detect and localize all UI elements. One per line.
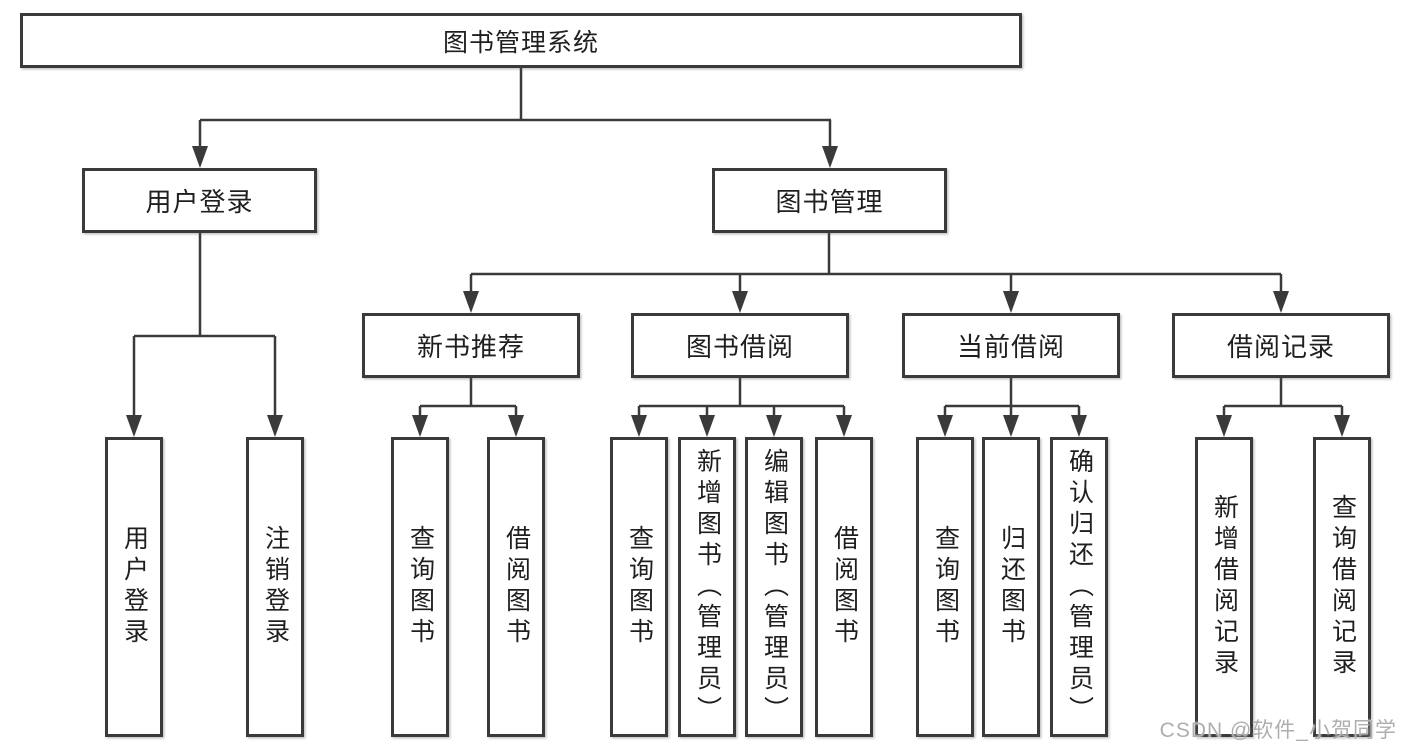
node-user-login: 用户登录 — [82, 168, 317, 233]
arrow-down-icon — [1334, 415, 1350, 437]
arrow-down-icon — [1003, 415, 1019, 437]
node-borrow-records: 借阅记录 — [1172, 313, 1390, 378]
arrow-down-icon — [463, 291, 479, 313]
node-borrow-records-label: 借阅记录 — [1226, 332, 1335, 362]
leaf-query-books-current-label: 查询图书 — [931, 525, 960, 649]
leaf-user-login-label: 用户登录 — [120, 525, 149, 649]
arrow-down-icon — [412, 415, 428, 437]
node-user-login-label: 用户登录 — [145, 187, 254, 217]
watermark-text: CSDN @软件_小贺同学 — [1159, 719, 1397, 742]
node-book-management: 图书管理 — [712, 168, 947, 233]
arrow-down-icon — [732, 291, 748, 313]
leaf-return-book-label: 归还图书 — [997, 525, 1026, 649]
leaf-edit-book-admin-label: 编辑图书（管理员） — [760, 447, 789, 727]
leaf-query-books-current: 查询图书 — [916, 437, 974, 737]
leaf-query-books-borrow: 查询图书 — [610, 437, 668, 737]
leaf-add-borrow-record: 新增借阅记录 — [1195, 437, 1253, 737]
leaf-borrow-books-label: 借阅图书 — [830, 525, 859, 649]
arrow-down-icon — [126, 415, 142, 437]
arrow-down-icon — [631, 415, 647, 437]
arrow-down-icon — [267, 415, 283, 437]
node-book-borrow: 图书借阅 — [631, 313, 849, 378]
arrow-down-icon — [508, 415, 524, 437]
leaf-query-books-recommend-label: 查询图书 — [406, 525, 435, 649]
leaf-return-book: 归还图书 — [982, 437, 1040, 737]
arrow-down-icon — [766, 415, 782, 437]
leaf-confirm-return-admin-label: 确认归还（管理员） — [1065, 447, 1094, 727]
arrow-down-icon — [1216, 415, 1232, 437]
arrow-down-icon — [1273, 291, 1289, 313]
node-current-borrow-label: 当前借阅 — [956, 332, 1065, 362]
leaf-add-book-admin-label: 新增图书（管理员） — [693, 447, 722, 727]
arrowheads — [126, 146, 1350, 437]
leaf-add-book-admin: 新增图书（管理员） — [678, 437, 736, 737]
node-book-management-label: 图书管理 — [775, 187, 884, 217]
arrow-down-icon — [699, 415, 715, 437]
leaf-query-books-recommend: 查询图书 — [391, 437, 449, 737]
node-root-label: 图书管理系统 — [442, 28, 599, 57]
arrow-down-icon — [836, 415, 852, 437]
node-book-borrow-label: 图书借阅 — [685, 332, 794, 362]
node-new-book-recommend-label: 新书推荐 — [416, 332, 525, 362]
leaf-logout: 注销登录 — [246, 437, 304, 737]
node-new-book-recommend: 新书推荐 — [362, 313, 580, 378]
node-root: 图书管理系统 — [20, 13, 1022, 68]
leaf-user-login: 用户登录 — [105, 437, 163, 737]
leaf-add-borrow-record-label: 新增借阅记录 — [1210, 494, 1239, 680]
leaf-edit-book-admin: 编辑图书（管理员） — [745, 437, 803, 737]
node-current-borrow: 当前借阅 — [902, 313, 1120, 378]
leaf-borrow-books-recommend-label: 借阅图书 — [502, 525, 531, 649]
arrow-down-icon — [822, 146, 838, 168]
arrow-down-icon — [1071, 415, 1087, 437]
arrow-down-icon — [1003, 291, 1019, 313]
leaf-query-books-borrow-label: 查询图书 — [625, 525, 654, 649]
connector-lines — [132, 68, 1344, 417]
leaf-logout-label: 注销登录 — [261, 525, 290, 649]
leaf-query-borrow-record-label: 查询借阅记录 — [1328, 494, 1357, 680]
leaf-confirm-return-admin: 确认归还（管理员） — [1050, 437, 1108, 737]
arrow-down-icon — [192, 146, 208, 168]
leaf-query-borrow-record: 查询借阅记录 — [1313, 437, 1371, 737]
leaf-borrow-books: 借阅图书 — [815, 437, 873, 737]
leaf-borrow-books-recommend: 借阅图书 — [487, 437, 545, 737]
arrow-down-icon — [937, 415, 953, 437]
